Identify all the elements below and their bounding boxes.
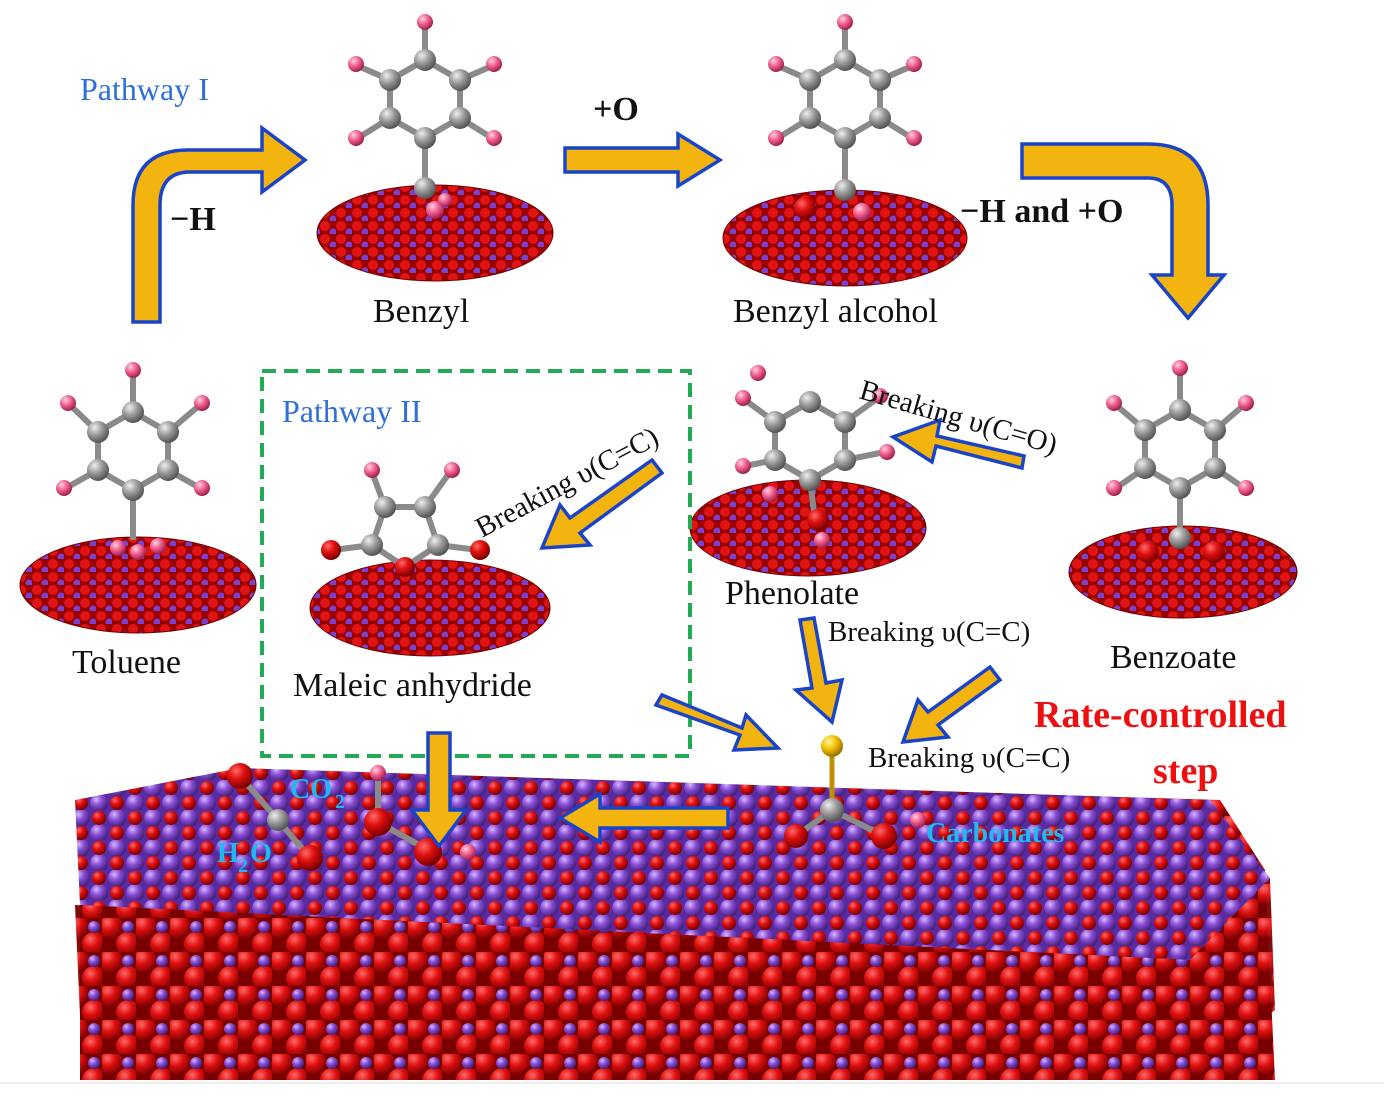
benzyl-alcohol-label: Benzyl alcohol — [733, 293, 938, 330]
svg-text:2: 2 — [238, 855, 248, 877]
benzoate-label: Benzoate — [1110, 639, 1237, 676]
pathway-2-label: Pathway II — [282, 393, 422, 429]
surface-disk-benzyl-alcohol — [722, 189, 968, 287]
arrow-toluene-to-benzyl — [131, 124, 308, 324]
arrow-benzoate-to-carbonates — [900, 664, 1003, 745]
svg-text:2: 2 — [335, 791, 345, 813]
arrow-phenolate-to-carbonates — [791, 616, 845, 726]
step-minus-h: −H — [170, 201, 216, 238]
step-plus-o: +O — [593, 91, 639, 128]
benzyl-label: Benzyl — [373, 293, 469, 330]
co2-h2o-species — [227, 763, 476, 871]
svg-text:CO: CO — [290, 774, 332, 805]
arrow-benzoate-to-phenolate — [889, 417, 1026, 471]
rate-controlled-label-line1: Rate-controlled — [1034, 694, 1287, 736]
co2-label: CO 2 — [290, 774, 345, 813]
arrow-benzyl-to-benzyl-alcohol — [563, 130, 724, 190]
arrow-maleic-down — [408, 731, 470, 849]
surface-disk-phenolate — [689, 479, 927, 577]
surface-disk-toluene — [19, 536, 257, 634]
svg-text:H: H — [217, 838, 239, 869]
arrow-carbonates-to-co2 — [556, 790, 730, 846]
step-minus-h-plus-o: −H and +O — [960, 193, 1123, 230]
surface-disk-benzyl — [316, 184, 554, 282]
phenolate-label: Phenolate — [725, 575, 859, 612]
benzyl-alcohol-molecule — [768, 14, 922, 221]
benzyl-molecule — [348, 14, 502, 219]
pathway-1-label: Pathway I — [80, 71, 209, 107]
toluene-molecule — [56, 362, 210, 560]
pathway-2-box — [260, 369, 692, 758]
benzoate-molecule — [1106, 360, 1254, 563]
breaking-cc-label-2: Breaking υ(C=C) — [828, 616, 1030, 648]
carbonate-species — [784, 735, 926, 849]
arrow-benzyl-alcohol-to-benzoate — [1020, 142, 1228, 321]
toluene-label: Toluene — [72, 644, 181, 681]
maleic-anhydride-label: Maleic anhydride — [293, 667, 532, 704]
breaking-cc-label-3: Breaking υ(C=C) — [868, 742, 1070, 774]
arrow-maleic-to-carbonates — [653, 692, 782, 752]
maleic-anhydride-molecule — [321, 462, 490, 577]
carbonates-label: Carbonates — [926, 818, 1065, 849]
arrow-to-maleic-anhydride — [539, 457, 665, 550]
surface-disk-maleic-anhydride — [309, 559, 551, 657]
bottom-divider — [0, 1082, 1384, 1084]
svg-text:O: O — [250, 838, 272, 869]
phenolate-molecule — [735, 365, 895, 548]
h2o-label: H 2 O — [217, 838, 272, 877]
rate-controlled-label-line2: step — [1153, 750, 1218, 792]
